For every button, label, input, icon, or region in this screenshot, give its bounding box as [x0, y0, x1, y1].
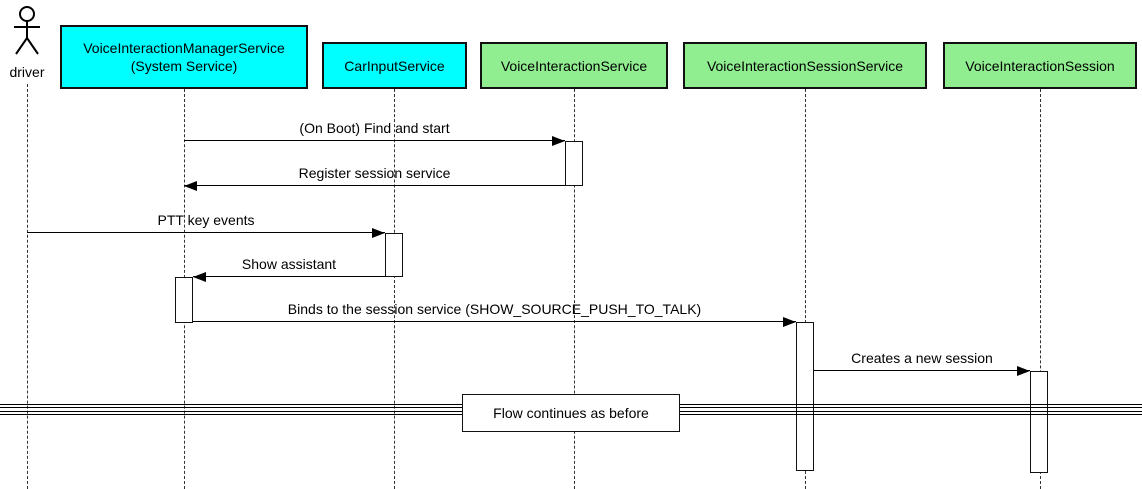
lifeline-voiceinteractionsession — [1040, 89, 1041, 489]
message-label: (On Boot) Find and start — [299, 120, 450, 136]
actor-driver: driver — [2, 6, 52, 80]
actor-icon — [14, 6, 40, 55]
participant-voiceinteractionsessionservice: VoiceInteractionSessionService — [683, 42, 927, 89]
participant-sublabel: (System Service) — [130, 58, 238, 74]
participant-label: CarInputService — [344, 57, 445, 74]
activation-voiceinteractionsession — [1030, 371, 1048, 473]
activation-voiceinteractionsessionservice — [796, 322, 814, 471]
participant-label: VoiceInteractionSession — [965, 57, 1115, 74]
activation-voiceinteractionservice — [565, 141, 583, 186]
message-label: Register session service — [298, 165, 451, 181]
message-label: Show assistant — [241, 256, 337, 272]
participant-voiceinteractionservice: VoiceInteractionService — [480, 42, 668, 89]
participant-voiceinteractionmanagerservice: VoiceInteractionManagerService (System S… — [60, 25, 308, 89]
message-binds-to-session-service: Binds to the session service (SHOW_SOURC… — [193, 298, 796, 327]
participant-label: VoiceInteractionManagerService — [83, 40, 285, 56]
message-register-session-service: Register session service — [184, 162, 565, 191]
participant-voiceinteractionsession: VoiceInteractionSession — [943, 42, 1137, 89]
message-label: Binds to the session service (SHOW_SOURC… — [287, 301, 702, 317]
lifeline-carinputservice — [394, 89, 395, 489]
activation-voiceinteractionmanagerservice — [175, 277, 193, 323]
message-ptt-key-events: PTT key events — [27, 209, 385, 238]
participant-label: VoiceInteractionSessionService — [706, 57, 904, 74]
message-on-boot-find-and-start: (On Boot) Find and start — [184, 117, 565, 146]
participant-carinputservice: CarInputService — [322, 42, 467, 89]
message-creates-a-new-session: Creates a new session — [814, 347, 1030, 376]
actor-label: driver — [9, 64, 45, 80]
divider-label-box: Flow continues as before — [462, 394, 680, 432]
message-label: PTT key events — [157, 212, 255, 228]
message-label: Creates a new session — [851, 350, 993, 366]
message-show-assistant: Show assistant — [193, 253, 385, 282]
lifeline-driver — [27, 84, 28, 489]
activation-carinputservice — [385, 233, 403, 277]
divider-label: Flow continues as before — [493, 405, 649, 421]
lifeline-voiceinteractionservice — [574, 89, 575, 489]
participant-label: VoiceInteractionService — [500, 57, 648, 74]
lifeline-voiceinteractionsessionservice — [805, 89, 806, 489]
